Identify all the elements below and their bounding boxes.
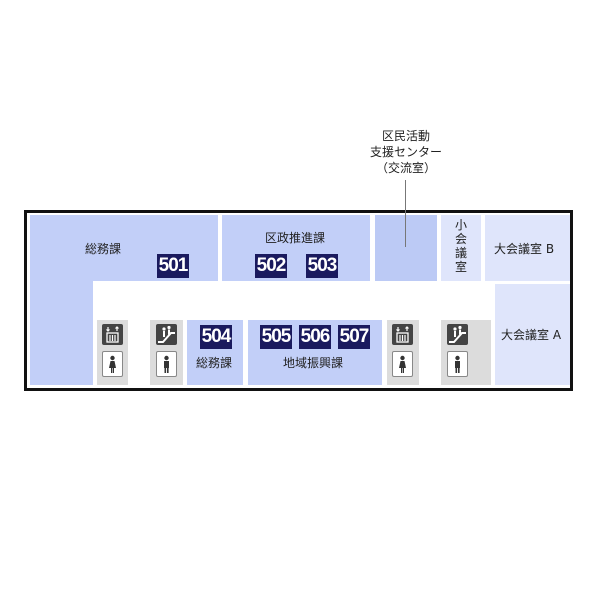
floor-outline xyxy=(24,210,573,391)
callout: 区民活動 支援センター （交流室） xyxy=(346,128,466,176)
room-number-505: 505 xyxy=(260,325,292,349)
womens-restroom-icon xyxy=(102,351,123,377)
label-kusei: 区政推進課 xyxy=(265,231,326,245)
elevator-icon xyxy=(102,324,123,345)
mens-restroom-icon xyxy=(156,351,177,377)
char: 会 xyxy=(454,232,467,246)
room-number-503: 503 xyxy=(306,254,338,278)
room-number-501: 501 xyxy=(157,254,189,278)
callout-line2: 支援センター xyxy=(369,145,442,159)
room-number-506: 506 xyxy=(299,325,331,349)
label-soumu-504: 総務課 xyxy=(196,356,233,370)
char: 議 xyxy=(454,246,467,260)
room-kusei[interactable] xyxy=(222,215,370,281)
callout-line3: （交流室） xyxy=(375,161,436,175)
room-soumu-left[interactable] xyxy=(30,215,93,385)
label-large-a: 大会議室 A xyxy=(501,328,562,342)
callout-line xyxy=(405,180,406,247)
room-number-504: 504 xyxy=(200,325,232,349)
char: 小 xyxy=(454,218,467,232)
escalator-icon xyxy=(156,324,177,345)
room-large-b[interactable] xyxy=(485,215,570,281)
room-small-meeting[interactable] xyxy=(441,215,481,281)
room-kouryu[interactable] xyxy=(375,215,437,281)
facility-group xyxy=(441,320,491,385)
callout-line1: 区民活動 xyxy=(381,129,430,143)
room-number-502: 502 xyxy=(255,254,287,278)
label-soumu: 総務課 xyxy=(85,242,122,256)
facility-group xyxy=(387,320,419,385)
womens-restroom-icon xyxy=(392,351,413,377)
facility-group xyxy=(150,320,183,385)
room-large-a[interactable] xyxy=(495,284,570,385)
elevator-icon xyxy=(392,324,413,345)
char: 室 xyxy=(454,260,467,274)
label-chiiki: 地域振興課 xyxy=(283,356,344,370)
label-large-b: 大会議室 B xyxy=(494,242,555,256)
facility-group xyxy=(97,320,128,385)
room-number-507: 507 xyxy=(338,325,370,349)
mens-restroom-icon xyxy=(447,351,468,377)
label-small-meeting: 小 会 議 室 xyxy=(453,218,469,274)
escalator-icon xyxy=(447,324,468,345)
